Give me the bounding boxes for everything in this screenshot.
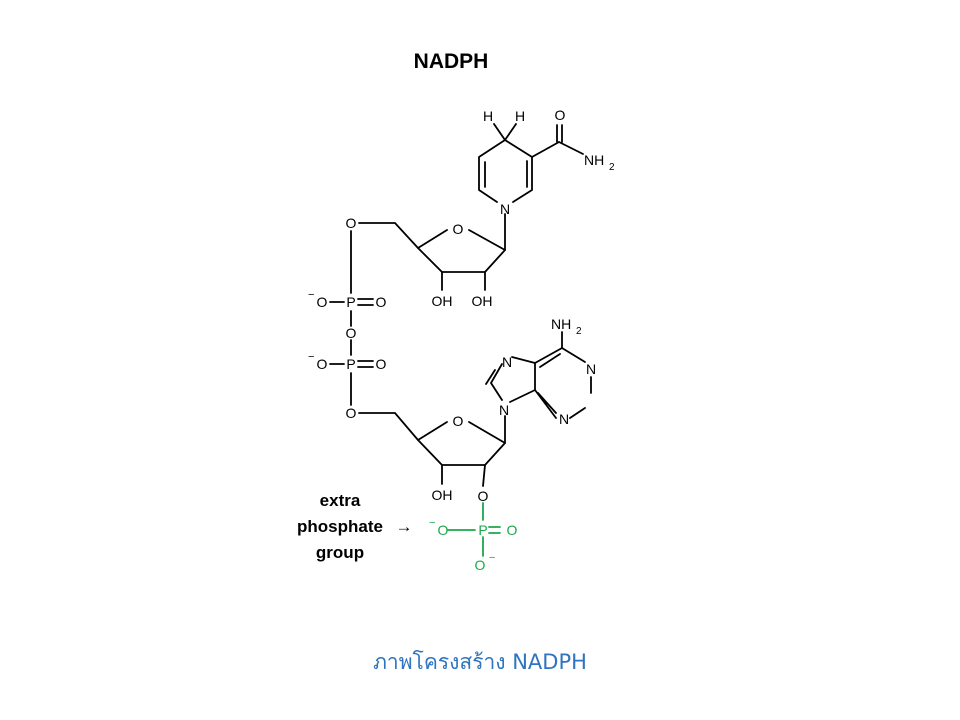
extra-phosphate-bonds [447, 502, 501, 557]
c4-hydrogen-bonds [493, 123, 517, 141]
bottom-ch2-bonds [358, 412, 419, 441]
top-ribose-bonds [417, 229, 506, 273]
atom-h-right: H [515, 108, 525, 124]
extra-phosphate-labels: − O P O O − [429, 517, 518, 573]
atom-nh-amide: NH [584, 152, 604, 168]
atom-nh2-subscript: 2 [609, 162, 615, 173]
bottom-ribose-oh-bonds [441, 464, 486, 487]
atom-o-bottom-ribose: O [453, 413, 464, 429]
atom-o-p2-anion: O [317, 356, 328, 372]
annotation-line-1: extra [320, 491, 361, 510]
minus-sign-p1: − [308, 289, 314, 301]
atom-oh-bottom-left: OH [432, 487, 453, 503]
atom-nh-adenine: NH [551, 316, 571, 332]
diagram-title: NADPH [414, 50, 489, 73]
extra-phosphate-annotation: extra phosphate group → [297, 491, 412, 562]
atom-adenine-nh2-subscript: 2 [576, 326, 582, 337]
atom-n9-adenine: N [499, 402, 509, 418]
atom-n1-adenine: N [586, 361, 596, 377]
minus-sign-extra-bottom: − [489, 552, 495, 564]
bottom-ribose-bonds [417, 421, 506, 466]
atom-labels: H H O NH 2 N O OH OH O − O P O O − O P O… [308, 107, 615, 504]
atom-n3-adenine: N [559, 411, 569, 427]
nicotinamide-ring-bonds [478, 139, 533, 203]
atom-o-p2-double: O [376, 356, 387, 372]
slide-caption: ภาพโครงสร้าง NADPH [373, 650, 587, 674]
adenine-imidazole-bonds [485, 356, 536, 403]
atom-n7-adenine: N [502, 354, 512, 370]
molecule-bonds [329, 123, 592, 487]
atom-o-2prime: O [478, 488, 489, 504]
atom-n-pyridine: N [500, 201, 510, 217]
annotation-line-3: group [316, 543, 364, 562]
carboxamide-bonds [531, 124, 584, 158]
atom-oh-top-right: OH [472, 293, 493, 309]
annotation-line-2: phosphate [297, 517, 383, 536]
atom-o-carbonyl: O [555, 107, 566, 123]
atom-o-extra-double: O [507, 522, 518, 538]
annotation-arrow-icon: → [396, 517, 413, 536]
top-ribose-oh-bonds [441, 271, 486, 291]
atom-o-bottom-ester: O [346, 405, 357, 421]
atom-o-extra-anion-left: O [438, 522, 449, 538]
phosphate-side-bonds [329, 298, 374, 368]
atom-o-top-ribose: O [453, 221, 464, 237]
atom-o-top-ester: O [346, 215, 357, 231]
adenine-pyrimidine-bonds [534, 347, 592, 419]
atom-p1: P [346, 294, 355, 310]
atom-o-extra-anion-bottom: O [475, 557, 486, 573]
minus-sign-p2: − [308, 351, 314, 363]
atom-oh-top-left: OH [432, 293, 453, 309]
top-ch2-bonds [358, 222, 419, 249]
atom-p-extra: P [478, 522, 487, 538]
atom-o-bridge: O [346, 325, 357, 341]
atom-o-p1-anion: O [317, 294, 328, 310]
atom-o-p1-double: O [376, 294, 387, 310]
minus-sign-extra-left: − [429, 517, 435, 529]
atom-p2: P [346, 356, 355, 372]
atom-h-left: H [483, 108, 493, 124]
